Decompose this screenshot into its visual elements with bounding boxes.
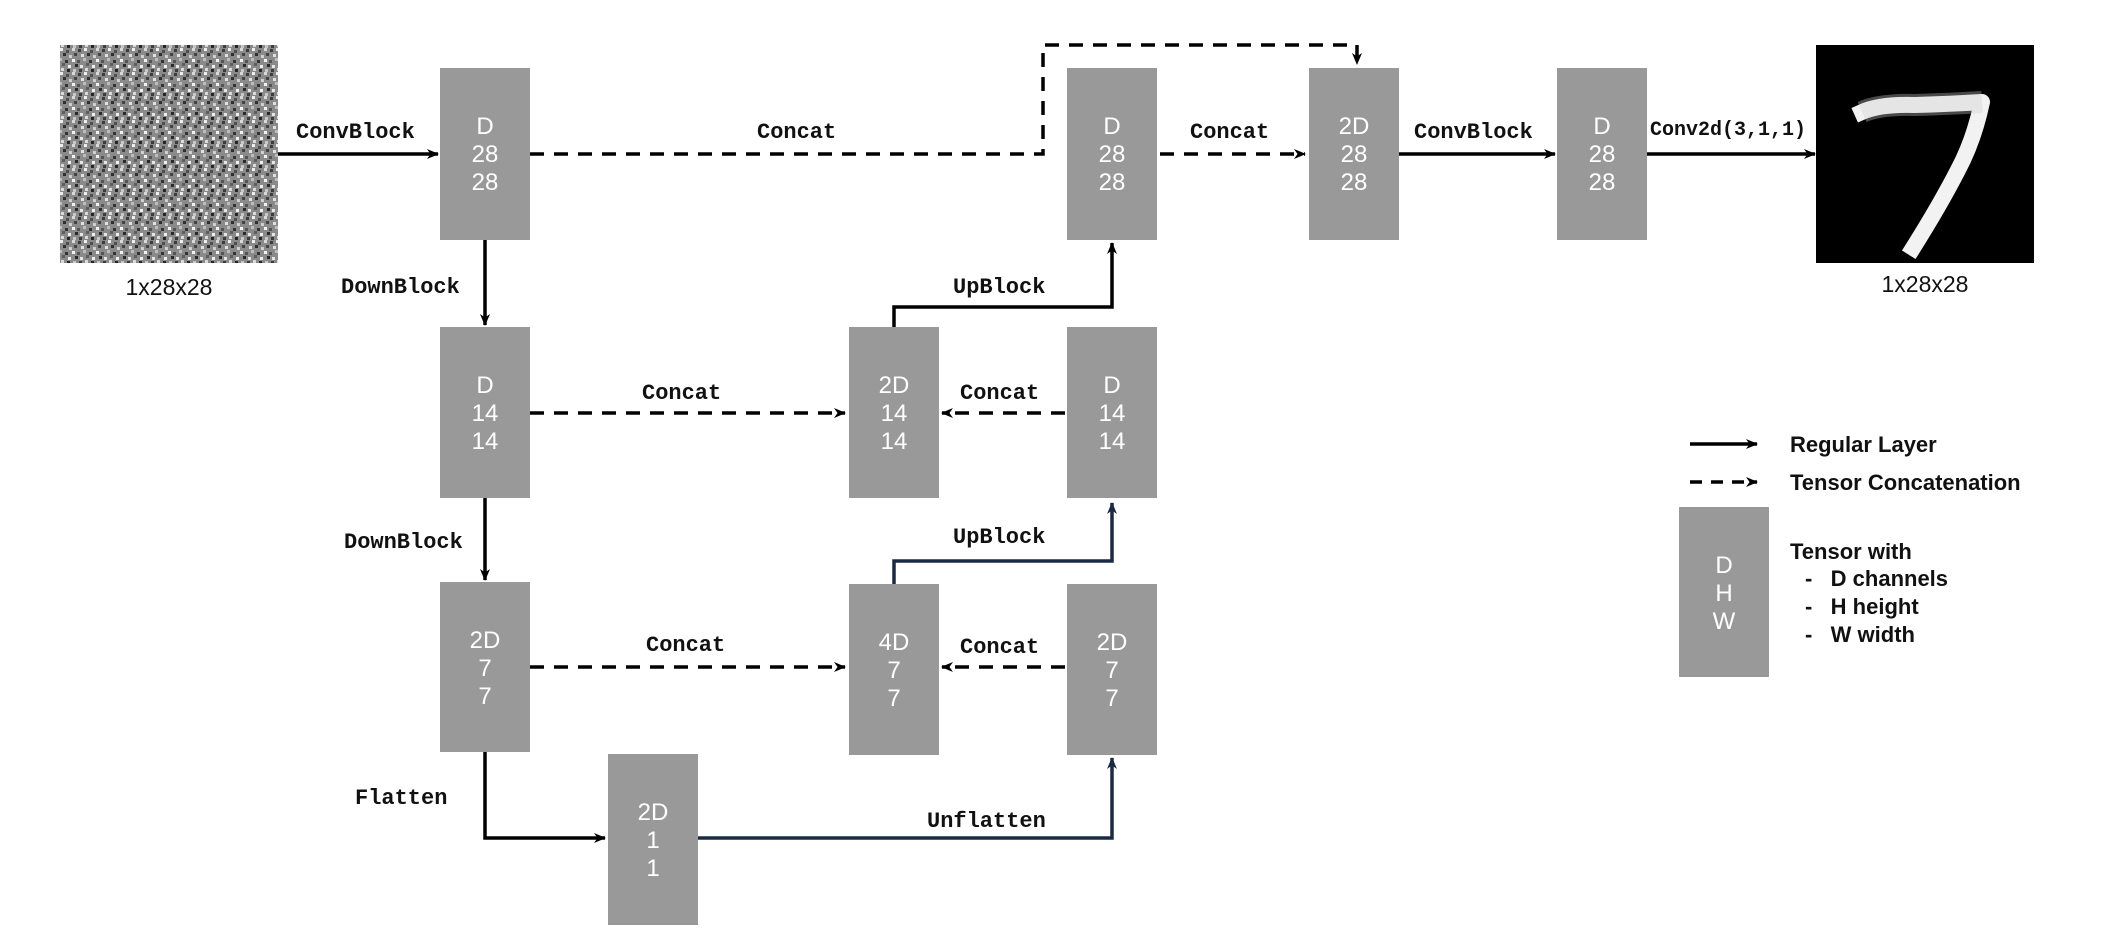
legend-tensor-concatenation: Tensor Concatenation <box>1790 470 2021 495</box>
tensor-cat1: 2D 28 28 <box>1309 68 1399 240</box>
tensor-width: 7 <box>887 685 900 712</box>
tensor-channels: D <box>1103 372 1120 399</box>
label-concat-low-left: Concat <box>646 633 725 658</box>
tensor-width: 1 <box>646 855 659 882</box>
tensor-unflat: 2D 7 7 <box>1067 584 1157 755</box>
tensor-up1: D 28 28 <box>1067 68 1157 240</box>
tensor-width: 14 <box>1099 428 1126 455</box>
tensor-enc3: 2D 7 7 <box>440 582 530 752</box>
legend-item-width: - W width <box>1805 622 1915 647</box>
label-concat-mid-right: Concat <box>960 381 1039 406</box>
legend-regular-layer: Regular Layer <box>1790 432 1937 457</box>
label-convblock-out: ConvBlock <box>1414 120 1533 145</box>
label-concat-top: Concat <box>757 120 836 145</box>
tensor-channels: 4D <box>879 629 910 656</box>
tensor-width: 7 <box>1105 685 1118 712</box>
noise-image <box>60 45 278 263</box>
tensor-channels: 2D <box>1339 113 1370 140</box>
tensor-channels: D <box>1103 113 1120 140</box>
tensor-height: 28 <box>472 141 499 168</box>
tensor-final: D 28 28 <box>1557 68 1647 240</box>
tensor-height: 28 <box>1099 141 1126 168</box>
digit-seven-stroke <box>1851 94 1990 260</box>
tensor-height: 28 <box>1341 141 1368 168</box>
tensor-channels: 2D <box>879 372 910 399</box>
legend-sample-tensor: D H W <box>1679 507 1769 677</box>
legend-item-channels: - D channels <box>1805 566 1948 591</box>
tensor-height: 1 <box>646 827 659 854</box>
tensor-height: 7 <box>478 655 491 682</box>
tensor-channels: 2D <box>1097 629 1128 656</box>
legend-height-letter: H <box>1715 580 1732 607</box>
legend-channels-letter: D <box>1715 552 1732 579</box>
tensor-enc1: D 28 28 <box>440 68 530 240</box>
tensor-channels: 2D <box>638 799 669 826</box>
tensor-cat2: 2D 14 14 <box>849 327 939 498</box>
tensor-height: 14 <box>472 400 499 427</box>
dashed-concat-skip-top <box>530 43 1362 156</box>
label-conv2d: Conv2d(3,1,1) <box>1650 119 1806 142</box>
label-downblock-2: DownBlock <box>344 530 463 555</box>
output-caption: 1x28x28 <box>1882 271 1969 297</box>
tensor-width: 14 <box>881 428 908 455</box>
arrow-upblock-top <box>892 242 1117 328</box>
legend-width-letter: W <box>1713 608 1736 635</box>
tensor-cat3: 4D 7 7 <box>849 584 939 755</box>
tensor-width: 28 <box>1589 169 1616 196</box>
label-flatten: Flatten <box>355 786 447 811</box>
output-digit-image <box>1816 45 2034 263</box>
input-noise-image <box>60 45 278 263</box>
legend-item-height: - H height <box>1805 594 1919 619</box>
arrow-upblock-mid <box>892 502 1117 585</box>
tensor-channels: D <box>476 113 493 140</box>
label-concat-top-right: Concat <box>1190 120 1269 145</box>
tensor-height: 28 <box>1589 141 1616 168</box>
tensor-up2: D 14 14 <box>1067 327 1157 498</box>
input-caption: 1x28x28 <box>126 274 213 300</box>
legend: Regular Layer Tensor Concatenation D H W… <box>1679 432 2021 677</box>
tensor-height: 14 <box>1099 400 1126 427</box>
label-upblock-mid: UpBlock <box>953 525 1045 550</box>
tensor-width: 14 <box>472 428 499 455</box>
tensor-height: 14 <box>881 400 908 427</box>
arrow-flatten <box>483 752 606 843</box>
tensor-width: 28 <box>1099 169 1126 196</box>
label-concat-mid-left: Concat <box>642 381 721 406</box>
tensor-enc2: D 14 14 <box>440 327 530 498</box>
label-unflatten: Unflatten <box>927 809 1046 834</box>
label-convblock-in: ConvBlock <box>296 120 415 145</box>
tensor-bottleneck: 2D 1 1 <box>608 754 698 925</box>
tensor-width: 28 <box>1341 169 1368 196</box>
tensor-channels: D <box>1593 113 1610 140</box>
label-downblock-1: DownBlock <box>341 275 460 300</box>
label-concat-low-right: Concat <box>960 635 1039 660</box>
label-upblock-top: UpBlock <box>953 275 1045 300</box>
tensor-width: 28 <box>472 169 499 196</box>
tensor-height: 7 <box>887 657 900 684</box>
legend-tensor-with: Tensor with <box>1790 539 1912 564</box>
tensor-width: 7 <box>478 683 491 710</box>
arrow-unflatten <box>698 757 1117 840</box>
tensor-channels: D <box>476 372 493 399</box>
tensor-height: 7 <box>1105 657 1118 684</box>
tensor-channels: 2D <box>470 627 501 654</box>
